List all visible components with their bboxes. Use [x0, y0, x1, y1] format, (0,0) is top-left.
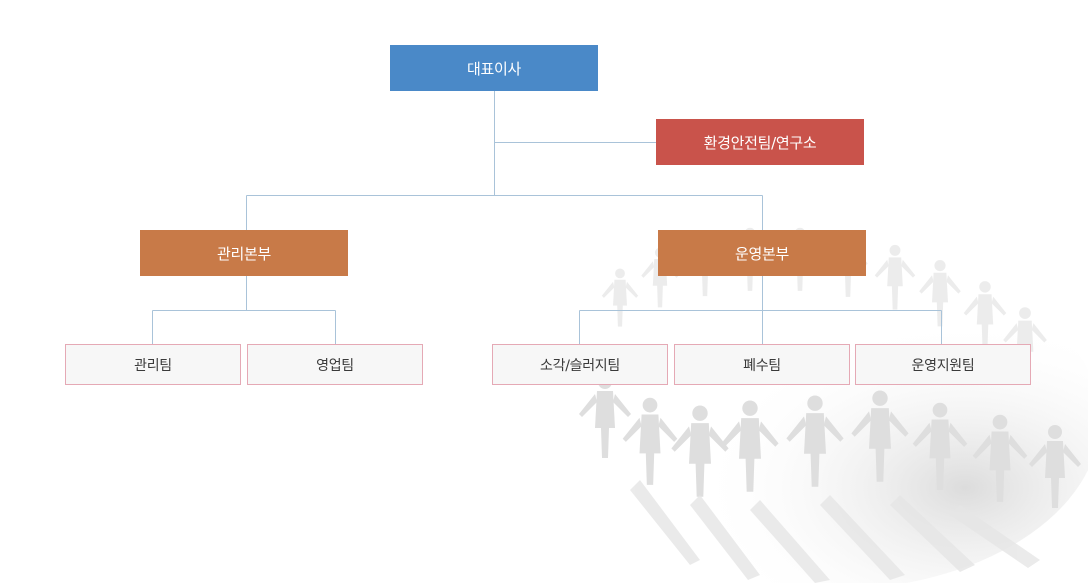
ceo-box: 대표이사 — [390, 45, 598, 91]
division-box-management: 관리본부 — [140, 230, 348, 276]
division-label: 관리본부 — [216, 244, 271, 263]
ceo-label: 대표이사 — [466, 59, 521, 78]
team-label: 폐수팀 — [743, 357, 781, 374]
team-box: 운영지원팀 — [855, 344, 1031, 385]
team-label: 영업팀 — [316, 357, 354, 374]
team-label: 관리팀 — [134, 357, 172, 374]
division-box-operations: 운영본부 — [658, 230, 866, 276]
team-box: 소각/슬러지팀 — [492, 344, 668, 385]
team-box: 관리팀 — [65, 344, 241, 385]
advisory-box: 환경안전팀/연구소 — [656, 119, 864, 165]
team-box: 폐수팀 — [674, 344, 850, 385]
division-label: 운영본부 — [734, 244, 789, 263]
team-box: 영업팀 — [247, 344, 423, 385]
team-label: 운영지원팀 — [911, 357, 975, 374]
team-label: 소각/슬러지팀 — [540, 357, 620, 374]
advisory-label: 환경안전팀/연구소 — [703, 133, 817, 152]
